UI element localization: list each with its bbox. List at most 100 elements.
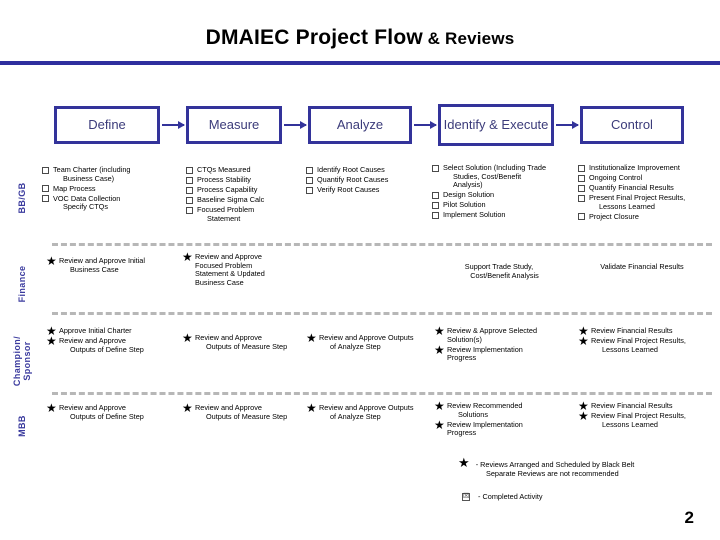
phase-box-analyze[interactable]: Analyze (308, 106, 412, 144)
checklist-item[interactable]: Institutionalize Improvement (578, 163, 710, 173)
review-item-line: of Analyze Step (330, 411, 381, 421)
review-item[interactable]: ★ Review and Approve Outputs of Analyze … (306, 332, 446, 351)
checkbox-icon[interactable] (306, 176, 313, 184)
checkbox-icon[interactable] (186, 206, 193, 214)
star-icon: ★ (182, 401, 193, 415)
checkbox-icon[interactable] (432, 164, 439, 172)
review-item[interactable]: ★ Review and Approve Outputs of Measure … (182, 401, 322, 421)
review-item[interactable]: ★ Review Implementation Progress (434, 344, 568, 363)
star-icon: ★ (434, 324, 445, 338)
checklist-item[interactable]: Design Solution (432, 190, 578, 200)
mbb-identify-list: ★ Review Recommended Solutions ★ Review … (434, 400, 568, 439)
review-item[interactable]: ★ Review and Approve Outputs of Measure … (182, 331, 322, 351)
checklist-item-line: Institutionalize Improvement (589, 163, 680, 172)
checklist-item[interactable]: Verify Root Causes (306, 185, 426, 195)
checkbox-icon[interactable] (186, 186, 193, 194)
review-item-line: Review Implementation (447, 344, 523, 354)
champion-define-list: ★ Approve Initial Charter ★ Review and A… (46, 325, 194, 356)
checkbox-icon[interactable] (432, 211, 439, 219)
checkbox-icon[interactable] (186, 166, 193, 174)
arrow-analyze-to-identify (414, 121, 437, 129)
checkbox-icon[interactable] (432, 201, 439, 209)
checklist-item[interactable]: Implement Solution (432, 211, 578, 220)
checklist-item[interactable]: Process Stability (186, 175, 304, 185)
checkbox-icon[interactable] (42, 195, 49, 203)
review-item[interactable]: ★ Review Recommended Solutions (434, 400, 568, 419)
lane-label-mbb: MBB (17, 415, 27, 437)
checklist-item[interactable]: Ongoing Control (578, 173, 710, 183)
checklist-item[interactable]: Focused Problem Statement (186, 206, 304, 223)
checklist-item[interactable]: Baseline Sigma Calc (186, 195, 304, 205)
checklist-item[interactable]: Present Final Project Results, Lessons L… (578, 193, 710, 211)
review-item[interactable]: ★ Review Final Project Results, Lessons … (578, 334, 718, 354)
review-item[interactable]: ★ Review and Approve Focused Problem Sta… (182, 251, 302, 287)
checklist-item-line: Select Solution (Including Trade (443, 163, 547, 172)
checkbox-icon[interactable] (578, 164, 585, 172)
star-icon: ★ (458, 455, 470, 470)
title-divider (0, 61, 720, 65)
checklist-item[interactable]: Quantify Root Causes (306, 175, 426, 185)
review-item[interactable]: ★ Review Financial Results (578, 400, 718, 412)
checkbox-icon[interactable] (42, 166, 49, 174)
checklist-item[interactable]: VOC Data Collection Specify CTQs (42, 194, 182, 212)
review-item[interactable]: ★ Review Final Project Results, Lessons … (578, 410, 718, 429)
review-item[interactable]: ★ Review and Approve Outputs of Define S… (46, 402, 194, 421)
mbb-control-list: ★ Review Financial Results ★ Review Fina… (578, 400, 718, 431)
legend-completed: ☒ - Completed Activity (462, 492, 682, 502)
checklist-item[interactable]: Project Closure (578, 212, 710, 222)
checkbox-icon[interactable] (42, 185, 49, 193)
review-item[interactable]: ★ Review and Approve Outputs of Define S… (46, 335, 194, 354)
star-icon: ★ (578, 334, 589, 349)
checklist-item[interactable]: CTQs Measured (186, 165, 304, 175)
checklist-item-line: Identify Root Causes (317, 165, 385, 174)
star-icon: ★ (182, 331, 193, 345)
checkbox-icon[interactable] (306, 186, 313, 194)
review-item[interactable]: ★ Review Financial Results (578, 325, 718, 337)
checklist-item-line: Implement Solution (443, 210, 506, 220)
arrow-measure-to-analyze (284, 121, 307, 129)
checklist-item[interactable]: Select Solution (Including Trade Studies… (432, 163, 578, 190)
finance-define-list: ★ Review and Approve Initial Business Ca… (46, 255, 186, 276)
review-item[interactable]: ★ Review & Approve Selected Solution(s) (434, 324, 568, 344)
star-icon: ★ (306, 401, 317, 415)
phase-box-define[interactable]: Define (54, 106, 160, 144)
checklist-item-line: Ongoing Control (589, 173, 643, 183)
review-item-line: Outputs of Define Step (70, 411, 144, 421)
review-item-line: Review Implementation (447, 419, 523, 429)
phase-box-measure[interactable]: Measure (186, 106, 282, 144)
lane-label-finance: Finance (17, 265, 27, 303)
review-item-line: Review and Approve Outputs (319, 403, 414, 412)
review-item-line: of Analyze Step (330, 341, 381, 351)
checklist-item-line: Verify Root Causes (317, 185, 380, 195)
checkbox-icon[interactable] (578, 194, 585, 202)
review-item[interactable]: ★ Review Implementation Progress (434, 419, 568, 438)
checklist-item-line: Focused Problem (197, 205, 255, 215)
review-item[interactable]: ★ Review and Approve Outputs of Analyze … (306, 401, 446, 421)
finance-control-list: Validate Financial Results (572, 262, 712, 272)
phase-box-identify-execute[interactable]: Identify & Execute (438, 104, 554, 146)
validate-note: Validate Financial Results (572, 262, 712, 272)
checklist-item[interactable]: Team Charter (including Business Case) (42, 165, 182, 183)
review-item[interactable]: ★ Approve Initial Charter (46, 325, 194, 337)
checkbox-icon[interactable] (578, 213, 585, 221)
checklist-item[interactable]: Map Process (42, 184, 182, 194)
review-item[interactable]: ★ Review and Approve Initial Business Ca… (46, 255, 186, 274)
review-item-line: Outputs of Define Step (70, 344, 144, 354)
review-item-line: Review Financial Results (591, 401, 673, 410)
checkbox-icon[interactable] (186, 196, 193, 204)
legend-star-line2: Separate Reviews are not recommended (486, 469, 619, 478)
checklist-item[interactable]: Pilot Solution (432, 201, 578, 210)
checkbox-icon[interactable] (306, 166, 313, 174)
lane-label-bbgb: BB/GB (17, 182, 27, 214)
checkbox-icon[interactable] (186, 176, 193, 184)
phase-box-control[interactable]: Control (580, 106, 684, 144)
checklist-item[interactable]: Process Capability (186, 185, 304, 195)
checkbox-icon[interactable] (578, 174, 585, 182)
checklist-item[interactable]: Quantify Financial Results (578, 183, 710, 193)
phase-label-measure: Measure (208, 117, 260, 132)
checklist-item[interactable]: Identify Root Causes (306, 165, 426, 175)
review-item-line: Review Recommended (447, 401, 523, 410)
checkbox-icon[interactable] (432, 191, 439, 199)
review-item-line: Business Case (70, 264, 119, 274)
checkbox-icon[interactable] (578, 184, 585, 192)
